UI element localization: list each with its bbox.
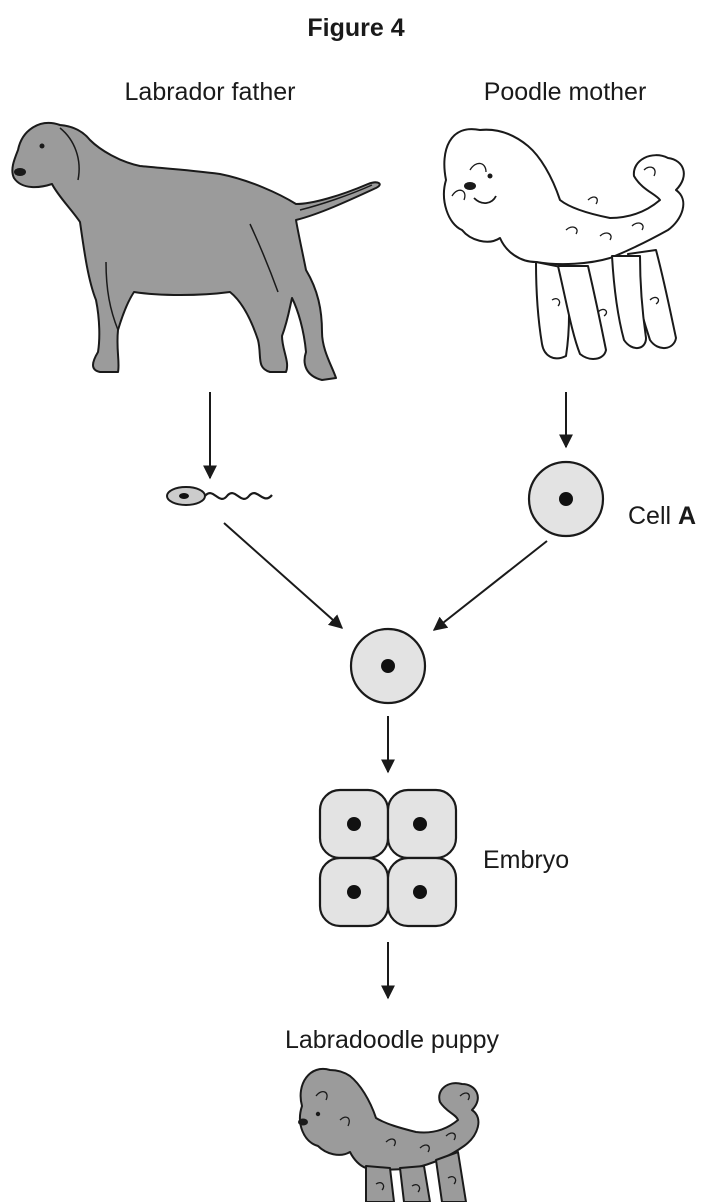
- arrow-egg-to-zygote: [434, 541, 547, 630]
- arrow-sperm-to-zygote: [224, 523, 342, 628]
- cell-a-label: Cell A: [628, 502, 696, 530]
- offspring-label: Labradoodle puppy: [285, 1026, 500, 1054]
- labrador-father-image: [12, 123, 379, 380]
- sperm-cell: [167, 487, 272, 505]
- embryo-label: Embryo: [483, 846, 569, 874]
- labradoodle-puppy-image: [298, 1069, 478, 1202]
- embryo-four-cells: [320, 790, 456, 926]
- cell-a-letter: A: [678, 502, 696, 530]
- zygote-cell: [351, 629, 425, 703]
- mother-label: Poodle mother: [484, 78, 647, 106]
- figure-title: Figure 4: [307, 14, 404, 42]
- poodle-mother-image: [444, 129, 684, 359]
- father-label: Labrador father: [125, 78, 296, 106]
- cell-a-egg: [529, 462, 603, 536]
